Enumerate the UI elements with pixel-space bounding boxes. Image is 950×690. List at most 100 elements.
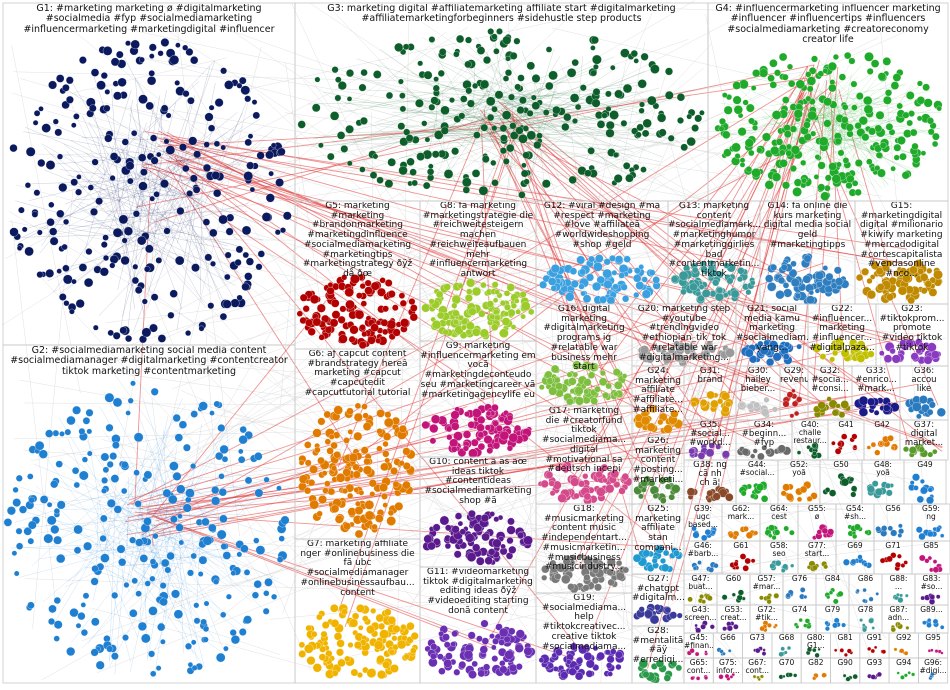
node [145,581,151,587]
node [521,302,530,311]
node [815,271,824,280]
node [491,645,496,650]
node [347,96,352,101]
node [399,425,407,433]
node [213,189,221,197]
node [636,281,644,289]
node [637,124,644,131]
node [208,125,215,132]
node [154,191,160,197]
node [607,558,616,567]
node [524,536,533,545]
node [480,646,488,654]
node [883,405,890,412]
node [337,639,345,647]
node [827,397,832,402]
node [350,325,359,334]
node [940,652,943,655]
node [384,418,393,427]
node [775,560,781,566]
edge [241,334,566,406]
node [345,288,354,297]
node [310,295,319,304]
node [335,515,343,523]
node [82,457,88,463]
group-g87 [882,605,915,633]
node [886,294,893,301]
node [393,329,401,337]
node [314,447,320,453]
node [527,131,536,140]
node [922,84,929,91]
edge [25,579,394,591]
node [349,453,358,462]
node [138,622,147,631]
group-g96 [918,658,947,683]
node [812,344,821,353]
node [347,161,352,166]
node [680,289,686,295]
node [366,625,375,634]
node [841,434,847,440]
node [316,614,322,620]
node [670,661,676,667]
node [121,461,128,468]
node [563,558,570,565]
node [279,536,285,542]
node [796,344,801,349]
node [614,381,622,389]
node [917,81,923,87]
node [699,110,704,115]
node [459,661,466,668]
node [492,179,499,186]
node [760,346,769,355]
node [468,510,475,517]
node [486,411,491,416]
group-g69 [836,541,874,574]
node [382,306,388,312]
node [322,488,328,494]
node [280,227,286,233]
node [151,157,159,165]
node [103,255,109,261]
node [388,616,396,624]
node [244,272,252,280]
node [370,491,376,497]
node [841,116,848,123]
node [697,560,701,564]
node [400,318,409,327]
node [867,290,876,299]
node [884,355,892,363]
node [507,537,514,544]
group-g76 [783,574,816,605]
node [772,407,778,413]
node [194,618,200,624]
node [476,557,484,565]
node [899,594,902,597]
node [760,675,764,679]
node [93,325,98,330]
node [446,434,452,440]
node [914,259,922,267]
node [7,506,16,515]
node [524,647,533,656]
node [891,627,896,632]
node [375,338,381,344]
node [310,500,319,509]
node [593,262,602,271]
node [432,151,439,158]
node [177,207,185,215]
node [385,180,393,188]
node [727,278,734,285]
node [297,311,303,317]
node [156,257,162,263]
node [738,127,747,136]
node [552,106,560,114]
node [715,293,724,302]
node [381,493,387,499]
node [671,276,678,283]
node [509,664,517,672]
node [313,429,322,438]
node [788,80,795,87]
node [161,38,169,46]
